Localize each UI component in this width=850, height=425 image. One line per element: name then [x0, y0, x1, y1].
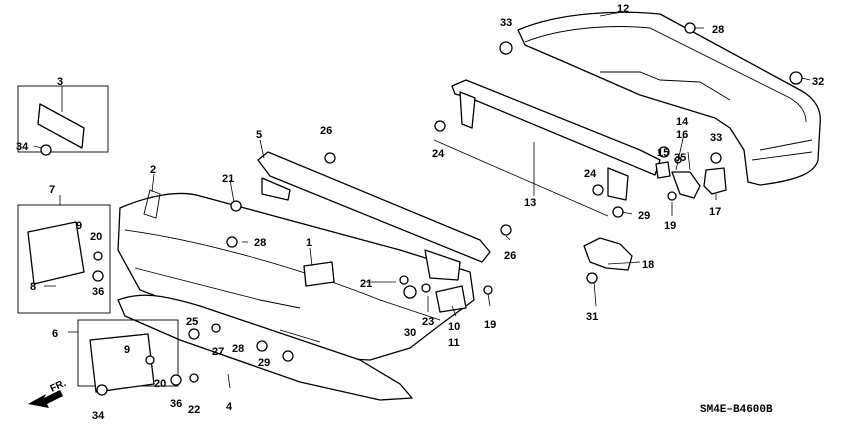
callout-8: 8 [30, 281, 36, 293]
fastener-set [40, 22, 803, 396]
callout-3: 3 [57, 76, 63, 88]
callout-24b: 24 [584, 168, 597, 180]
callout-29b: 29 [638, 210, 650, 222]
callout-1: 1 [306, 237, 312, 249]
license-plate-mount-7 [17, 204, 111, 314]
callout-25: 25 [186, 316, 198, 328]
callout-19a: 19 [484, 319, 496, 331]
callout-11: 11 [448, 337, 460, 349]
callout-30: 30 [404, 327, 416, 339]
callout-35: 35 [674, 152, 686, 164]
side-bracket [583, 237, 633, 271]
callout-21b: 21 [360, 278, 372, 290]
callout-28c: 28 [712, 24, 724, 36]
license-plate-mount-6 [77, 319, 179, 393]
callout-22: 22 [188, 404, 200, 416]
callout-34a: 34 [16, 141, 29, 153]
front-bumper-beam [257, 151, 491, 281]
callout-4: 4 [226, 401, 233, 413]
callout-17: 17 [709, 206, 721, 218]
callout-10: 10 [448, 321, 460, 333]
callout-31: 31 [586, 311, 598, 323]
callout-13: 13 [524, 197, 536, 209]
callout-20a: 20 [90, 231, 102, 243]
callout-21a: 21 [222, 173, 234, 185]
license-bracket-3 [17, 85, 109, 153]
callout-12: 12 [617, 3, 629, 15]
callout-36b: 36 [170, 398, 182, 410]
callout-14: 14 [676, 116, 689, 128]
callout-33a: 33 [500, 17, 512, 29]
callout-33b: 33 [710, 132, 722, 144]
callout-23: 23 [422, 316, 434, 328]
callout-20b: 20 [154, 378, 166, 390]
callout-9b: 9 [124, 344, 130, 356]
leader-lines [33, 11, 811, 389]
callout-26a: 26 [320, 125, 332, 137]
callout-36a: 36 [92, 286, 104, 298]
rear-bumper-beam [451, 79, 661, 201]
callout-2: 2 [150, 164, 156, 176]
callout-16: 16 [676, 129, 688, 141]
rear-bumper-face [517, 11, 821, 186]
callout-26b: 26 [504, 250, 516, 262]
callout-28a: 28 [254, 237, 266, 249]
callout-15: 15 [657, 147, 669, 159]
direction-label: FR. [49, 378, 68, 395]
callout-29a: 29 [258, 357, 270, 369]
diagram-code: SM4E–B4600B [700, 404, 773, 416]
callout-27: 27 [212, 346, 224, 358]
callout-5: 5 [256, 129, 262, 141]
front-direction-arrow: FR. [28, 378, 68, 408]
callout-24a: 24 [432, 148, 445, 160]
rear-bumper-bracket [655, 161, 727, 199]
callout-34b: 34 [92, 410, 105, 422]
callout-7: 7 [49, 184, 55, 196]
callout-18: 18 [642, 259, 654, 271]
callout-labels: 1 2 3 4 5 6 7 8 9 9 10 11 12 13 14 15 16… [16, 3, 824, 422]
callout-28b: 28 [232, 343, 244, 355]
callout-32: 32 [812, 76, 824, 88]
callout-19b: 19 [664, 220, 676, 232]
callout-9a: 9 [76, 220, 82, 232]
callout-6: 6 [52, 328, 58, 340]
